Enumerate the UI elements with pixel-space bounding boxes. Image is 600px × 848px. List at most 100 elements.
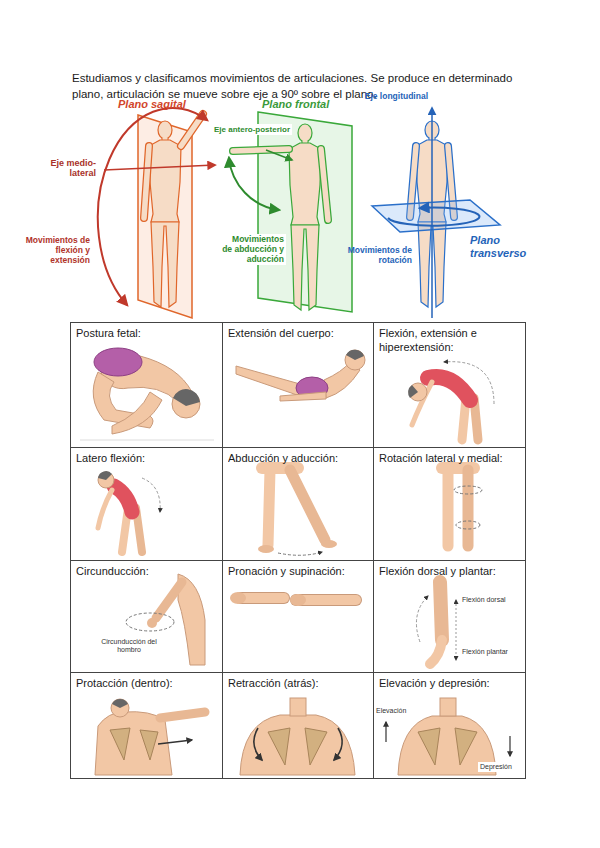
forearms-part <box>290 594 306 606</box>
cell-heading: Latero flexión: <box>76 452 217 466</box>
circumduction-arm-part <box>156 582 182 618</box>
hyperextension-figure-part <box>428 377 470 400</box>
sagittal-plane-figure-part <box>144 146 149 218</box>
frontal-plane-figure-part <box>233 149 289 151</box>
table-cell: Retracción (atrás): <box>222 672 374 779</box>
rotation-legs <box>442 468 482 546</box>
extension-figure-part <box>345 350 365 370</box>
sagittal-plane-figure-part <box>181 114 203 146</box>
cell-heading: Extensión del cuerpo: <box>228 327 368 341</box>
protraction-back <box>95 699 205 775</box>
movement-label: Flexión plantar <box>462 648 520 656</box>
sagittal-plane-figure-part <box>98 108 207 305</box>
protraction-back-part <box>110 728 130 760</box>
table-cell: Flexión, extensión e hiperextensión: <box>373 322 526 448</box>
table-cell: Pronación y supinación: <box>222 560 374 673</box>
lateral-flexion-figure-part <box>98 471 112 480</box>
table-cell: Latero flexión: <box>70 447 223 561</box>
transverse-plane-figure <box>372 108 500 318</box>
rotation-legs-part <box>456 521 480 529</box>
protraction-back-part <box>112 699 128 708</box>
foot-figure-part <box>440 582 442 640</box>
frontal-plane-figure-part <box>266 150 292 160</box>
elevation-shoulders-part <box>509 736 510 756</box>
fetal-figure-part <box>80 440 214 441</box>
frontal-plane-figure <box>229 112 352 312</box>
forearms-part <box>240 592 284 604</box>
sagittal-plane-figure-part <box>181 114 203 146</box>
sagittal-plane-figure <box>98 108 215 318</box>
retraction-shoulders-part <box>254 728 262 760</box>
transverse-plane-figure-part <box>431 108 433 318</box>
protraction-back-part <box>111 699 129 717</box>
movement-label: Depresión <box>478 762 518 772</box>
cell-heading: Protacción (dentro): <box>76 677 217 691</box>
extension-figure <box>236 350 365 401</box>
hyperextension-figure-part <box>444 362 494 404</box>
lateral-flexion-figure <box>98 471 160 552</box>
retraction-shoulders-part <box>305 728 327 765</box>
abduction-legs-part <box>258 545 274 553</box>
plane-label: Plano frontal <box>262 98 352 111</box>
plane-label: Movimientos de flexión y extensión <box>24 236 90 265</box>
foot-figure-part <box>416 596 428 642</box>
movement-label: Circunducción del hombro <box>96 638 162 654</box>
elevation-shoulders-part <box>455 728 477 765</box>
lateral-flexion-figure-part <box>142 478 160 512</box>
plane-label: Plano sagital <box>118 98 208 111</box>
movement-label: Elevación <box>376 707 420 715</box>
abduction-legs <box>258 468 337 555</box>
table-cell: Circunducción: <box>70 560 223 673</box>
elevation-shoulders-part <box>385 722 386 742</box>
lateral-flexion-figure-part <box>98 472 114 488</box>
circumduction-arm-part <box>126 613 174 631</box>
rotation-legs-part <box>463 470 474 546</box>
table-cell: Postura fetal: <box>70 322 223 448</box>
frontal-plane-figure-part <box>229 158 279 210</box>
protraction-back-part <box>158 740 192 744</box>
cell-heading: Pronación y supinación: <box>228 565 368 579</box>
fetal-figure-part <box>173 389 200 406</box>
hyperextension-figure-part <box>408 385 418 398</box>
sagittal-plane-figure-part <box>104 165 215 170</box>
elevation-shoulders-part <box>440 698 456 716</box>
transverse-plane-figure-part <box>372 200 500 232</box>
cell-heading: Flexión, extensión e hiperextensión: <box>379 327 520 355</box>
cell-heading: Rotación lateral y medial: <box>379 452 520 466</box>
transverse-plane-figure-part <box>388 208 479 226</box>
abduction-legs-part <box>268 470 270 545</box>
cell-heading: Circunducción: <box>76 565 217 579</box>
table-cell: Protacción (dentro): <box>70 672 223 779</box>
frontal-plane-figure-part <box>321 149 328 220</box>
plane-label: Movimientos de rotación <box>344 246 412 266</box>
table-cell: Rotación lateral y medial: <box>373 447 526 561</box>
protraction-back-part <box>160 712 205 718</box>
abduction-legs-part <box>278 552 322 555</box>
circumduction-arm-part <box>147 618 157 628</box>
cell-heading: Flexión dorsal y plantar: <box>379 565 520 579</box>
rotation-legs-part <box>454 486 482 494</box>
cell-heading: Elevación y depresión: <box>379 677 520 691</box>
fetal-figure-part <box>94 348 142 376</box>
forearms-part <box>230 592 246 604</box>
sagittal-plane-figure-part <box>149 121 181 307</box>
forearms <box>230 592 356 606</box>
foot-figure-part <box>430 640 442 664</box>
fetal-figure <box>80 348 214 440</box>
cell-heading: Retracción (atrás): <box>228 677 368 691</box>
fetal-figure-part <box>112 392 162 434</box>
retraction-shoulders-part <box>290 698 306 716</box>
retraction-shoulders <box>240 698 355 775</box>
elevation-shoulders-part <box>418 728 440 765</box>
sagittal-plane-figure-part <box>144 146 149 218</box>
frontal-plane-figure-part <box>258 112 352 312</box>
extension-figure-part <box>236 366 300 396</box>
plane-label: Eje medio-lateral <box>24 158 96 179</box>
table-cell: Extensión del cuerpo: <box>222 322 374 448</box>
extension-figure-part <box>346 350 364 360</box>
forearms-part <box>240 593 284 603</box>
table-cell: Abducción y aducción: <box>222 447 374 561</box>
lateral-flexion-figure-part <box>98 490 112 528</box>
